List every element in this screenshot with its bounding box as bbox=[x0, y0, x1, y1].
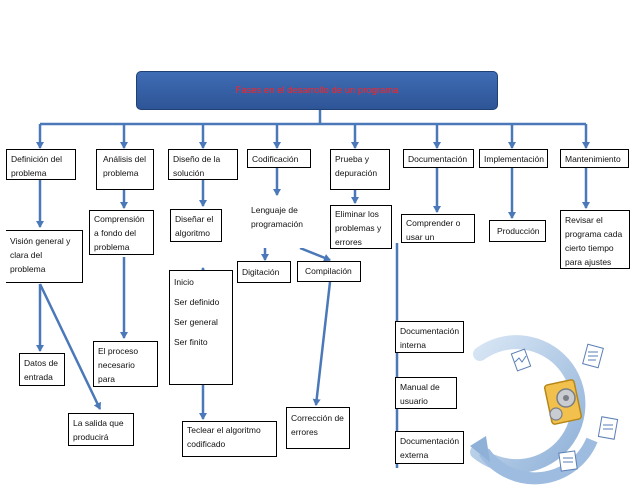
phase-documentacion: Documentación bbox=[403, 149, 474, 168]
node-manual-usuario: Manual de usuario bbox=[395, 377, 457, 409]
phase-mantenimiento: Mantenimiento bbox=[560, 149, 629, 168]
node-doc-interna: Documentación interna bbox=[395, 321, 464, 353]
node-propiedades-algoritmo: Inicio Ser definido Ser general Ser fini… bbox=[169, 270, 233, 385]
title-box: Fases en el desarrollo de un programa bbox=[136, 71, 498, 110]
diagram-title: Fases en el desarrollo de un programa bbox=[235, 85, 399, 96]
phase-implementacion: Implementación bbox=[479, 149, 548, 168]
phase-prueba: Prueba y depuración bbox=[330, 149, 390, 190]
node-doc-externa: Documentación externa bbox=[395, 431, 464, 464]
node-datos-entrada: Datos de entrada bbox=[19, 353, 65, 386]
node-revisar: Revisar el programa cada cierto tiempo p… bbox=[560, 210, 630, 269]
node-correccion: Corrección de errores bbox=[286, 407, 350, 449]
node-teclear-algoritmo: Teclear el algoritmo codificado bbox=[182, 421, 277, 457]
node-eliminar: Eliminar los problemas y errores bbox=[330, 205, 392, 249]
node-produccion: Producción bbox=[489, 220, 546, 242]
node-lenguaje: Lenguaje de programación bbox=[247, 197, 311, 248]
node-comprension: Comprensión a fondo del problema bbox=[89, 210, 154, 255]
node-comprender: Comprender o usar un programa bbox=[401, 214, 475, 243]
node-salida: La salida que producirá bbox=[68, 413, 134, 446]
node-disenar-algoritmo: Diseñar el algoritmo bbox=[170, 209, 222, 242]
phase-diseno: Diseño de la solución bbox=[168, 149, 238, 180]
node-proceso: El proceso necesario para su solución bbox=[93, 341, 158, 387]
phase-analisis: Análisis del problema bbox=[96, 149, 154, 190]
phase-codificacion: Codificación bbox=[247, 149, 311, 168]
phase-definicion: Definición del problema bbox=[6, 149, 76, 180]
node-digitacion: Digitación bbox=[237, 261, 291, 283]
software-development-cycle-icon bbox=[470, 335, 619, 485]
node-compilacion: Compilación bbox=[297, 261, 361, 282]
node-vision-general: Visión general y clara del problema bbox=[6, 230, 83, 283]
